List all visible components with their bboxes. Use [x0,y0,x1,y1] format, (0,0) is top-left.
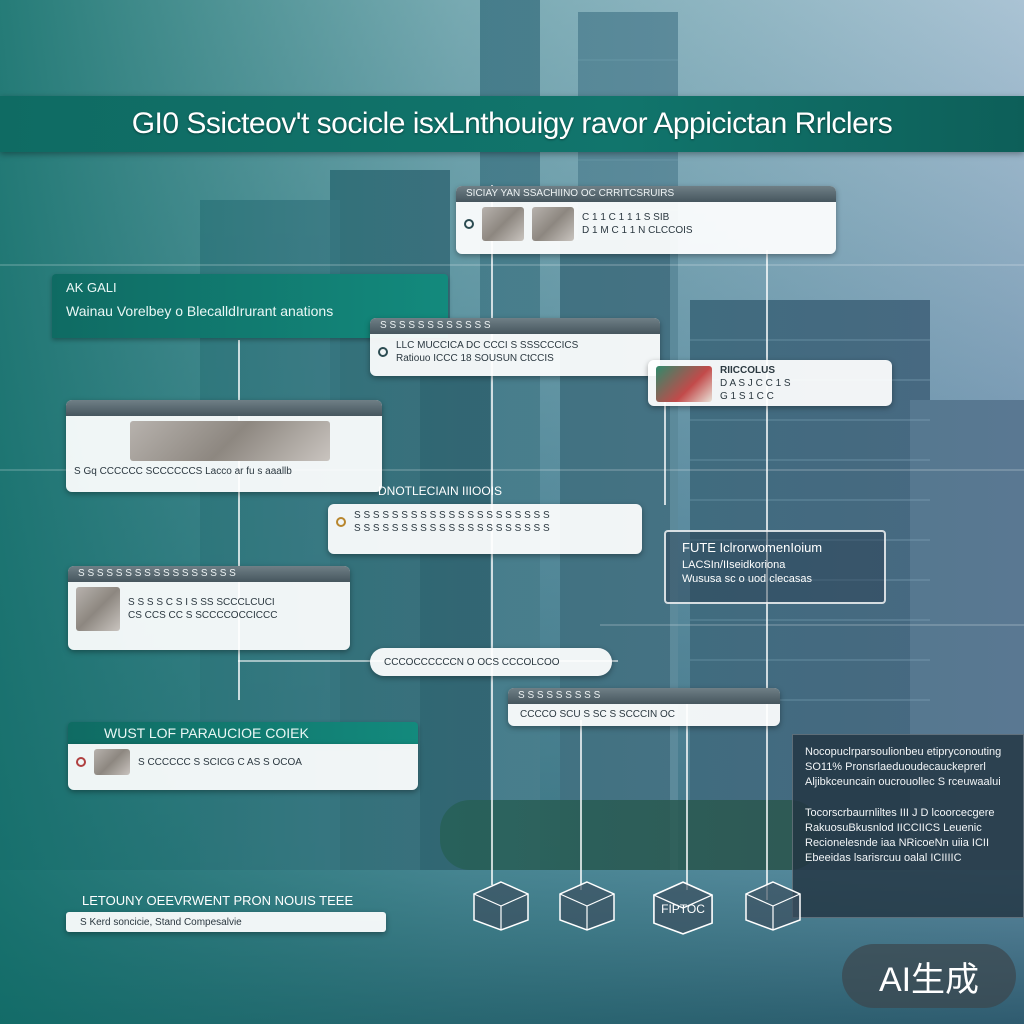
panel-text: C 1 1 C 1 1 1 S SIB [582,212,670,223]
thumbnail-image [94,749,130,775]
footer-strip[interactable]: LETOUNY OEEVRWENT PRON NOUIS TEEE S Kerd… [66,890,386,942]
panel-text: G 1 S 1 C C [720,391,774,402]
panel-title: RIICCOLUS [720,365,775,376]
center-panel[interactable]: DNOTLECIAIN IIIOOIS S S S S S S S S S S … [328,484,642,556]
panel-text: D 1 M C 1 1 N CLCCOIS [582,225,693,236]
cube-label: FIPTOC [661,902,705,916]
panel-header: S S S S S S S S S [508,688,780,704]
connector-line [664,395,666,505]
node-icon [464,219,474,229]
dark-panel-text: Nocopuclrparsoulionbeu etipryconouting [805,746,1002,758]
cube-labeled: FIPTOC [648,880,718,936]
node-icon [336,517,346,527]
badge-label: AI生成 [878,960,980,999]
step-bar[interactable]: CCCOCCCCCCN O OCS CCCOLCOO [370,648,612,676]
panel-text: S Gq CCCCCC SCCCCCCS Lacco ar fu s aaall… [74,466,292,477]
category-tag: AK GALI [66,280,117,295]
panel-header: SICIAY YAN SSACHIINO OC CRRITCSRUIRS [456,186,836,202]
box-title: FUTE IclrorwomenIoium [682,540,823,555]
connector-line [766,250,768,900]
dark-panel-text: Recionelesnde iaa NRicoeNn uiia ICII [805,837,990,849]
cube-icon [653,881,713,935]
thumbnail-image [532,207,574,241]
process-panel[interactable]: S S S S S S S S S S S S LLC MUCCICA DC C… [370,318,660,376]
list-panel[interactable]: WUST LOF PARAUCIOE COIEK S CCCCCC S SCIC… [68,722,418,792]
thumbnail-image [656,365,712,402]
thumbnail-image [130,421,330,461]
panel-text: CCCOCCCCCCN O OCS CCCOLCOO [384,657,560,668]
highlight-box[interactable]: FUTE IclrorwomenIoium LACSIn/IIseidkorio… [664,530,886,604]
connector-line [580,720,582,890]
dark-panel-text: SO11% Pronsrlaeduoudecauckeprerl [805,761,986,773]
cube-icon [473,881,529,931]
title-banner: GI0 Ssicteov't socicle isxLnthouigy ravo… [0,96,1024,152]
panel-text: LLC MUCCICA DC CCCI S SSSCCCICS [396,340,579,351]
image-panel[interactable]: S Gq CCCCCC SCCCCCCS Lacco ar fu s aaall… [66,400,382,492]
panel-text: Ratiouo ICCC 18 SOUSUN CtCCIS [396,353,554,364]
panel-text: S S S S S S S S S S S S S S S S S S S S … [354,510,550,521]
dark-panel-text: RakuosuBkusnlod IICCIICS Leuenic [805,822,982,834]
dark-panel-text: Tocorscrbaurnliltes III J D lcoorcecgere [805,807,995,819]
top-info-panel[interactable]: SICIAY YAN SSACHIINO OC CRRITCSRUIRS C 1… [456,186,836,254]
page-title: GI0 Ssicteov't socicle isxLnthouigy ravo… [131,107,893,140]
panel-text: CS CCS CC S SCCCCOCCICCC [128,610,278,621]
ai-generated-badge: AI生成 [842,944,1016,1008]
cube-icon [559,881,615,931]
step-panel[interactable]: S S S S S S S S S CCCCO SCU S SC S SCCCI… [508,688,780,726]
box-text: Wususa sc o uod clecasas [682,573,813,585]
panel-text: S S S S S S S S S S S S S S S S S S S S … [354,523,550,534]
thumbnail-image [482,207,524,241]
thumbnail-image [76,587,120,631]
result-panel[interactable]: RIICCOLUS D A S J C C 1 S G 1 S 1 C C [648,360,892,406]
node-icon [76,757,86,767]
footer-text: S Kerd soncicie, Stand Compesalvie [80,917,242,928]
category-subtitle: Wainau Vorelbey o BlecalldIrurant anatio… [66,303,334,319]
panel-text: S S S S C S I S SS SCCCLCUCI [128,597,275,608]
connector-line [686,690,688,890]
cube-icon [745,881,801,931]
detail-panel[interactable]: S S S S S S S S S S S S S S S S S S S S … [68,566,350,650]
panel-text: D A S J C C 1 S [720,378,791,389]
footer-header: LETOUNY OEEVRWENT PRON NOUIS TEEE [82,893,354,908]
dark-info-panel: Nocopuclrparsoulionbeu etipryconouting S… [792,734,1024,918]
connector-line [238,340,240,700]
panel-header [66,400,382,416]
dark-panel-text: Ebeeidas lsarisrcuu oalal ICIIIIC [805,852,962,864]
node-icon [378,347,388,357]
dark-panel-text: Aljibkceuncain oucrouollec S rceuwaalui [805,776,1001,788]
panel-header: DNOTLECIAIN IIIOOIS [378,484,503,498]
panel-text: CCCCO SCU S SC S SCCCIN OC [520,709,676,720]
panel-header: S S S S S S S S S S S S S S S S S [68,566,350,582]
panel-header: S S S S S S S S S S S S [370,318,660,334]
panel-text: S CCCCCC S SCICG C AS S OCOA [138,756,302,768]
box-text: LACSIn/IIseidkoriona [682,559,786,571]
panel-header: WUST LOF PARAUCIOE COIEK [68,722,418,744]
